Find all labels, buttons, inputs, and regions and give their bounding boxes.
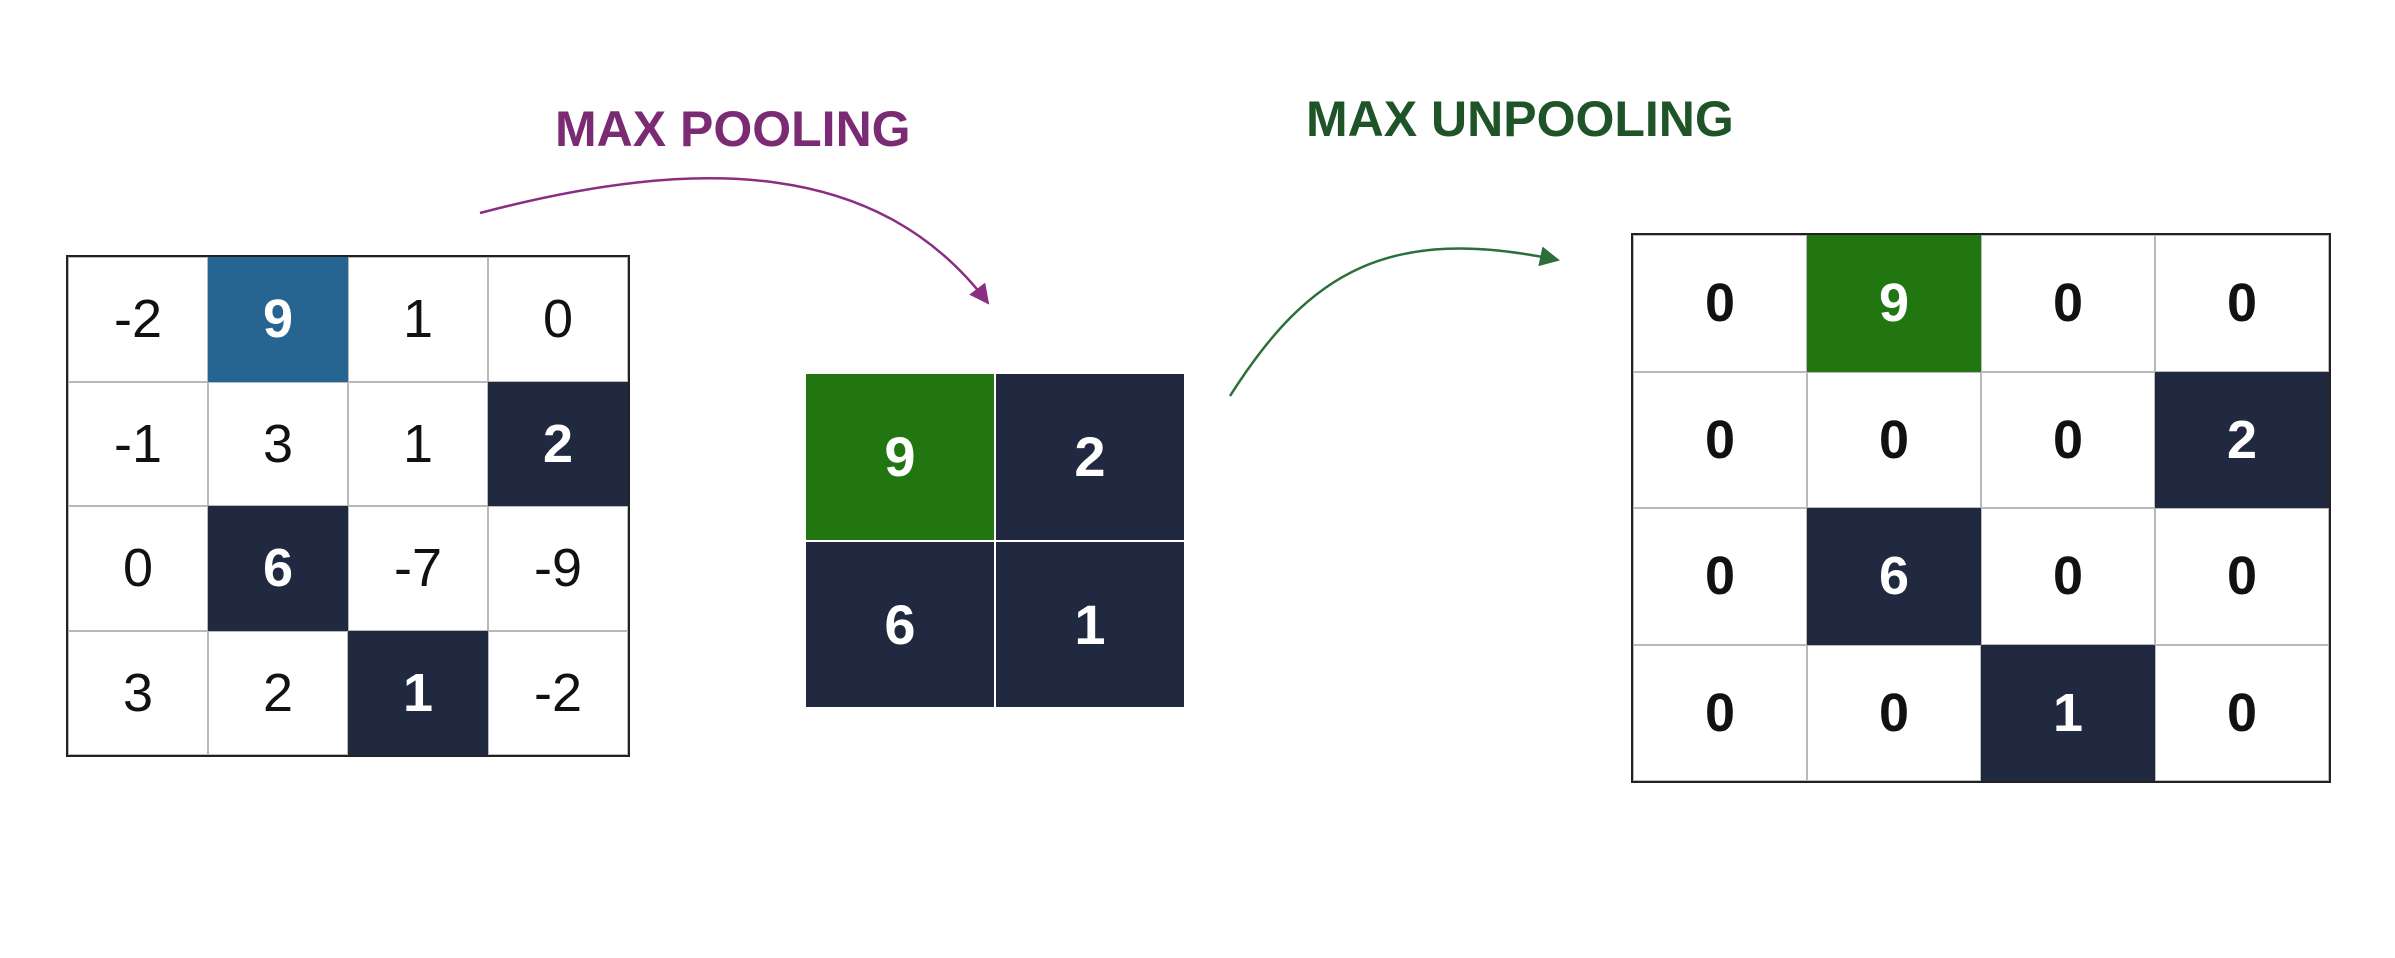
max-pooling-label: MAX POOLING bbox=[555, 101, 911, 157]
input-cell-r3c1: 0 bbox=[68, 506, 208, 631]
pooled-cell-r2c2: 1 bbox=[995, 540, 1185, 708]
unpooled-cell-r3c3: 0 bbox=[1981, 508, 2155, 645]
input-cell-r4c4: -2 bbox=[488, 630, 628, 755]
input-cell-r1c4: 0 bbox=[488, 257, 628, 382]
unpooled-cell-r1c1: 0 bbox=[1633, 235, 1807, 372]
input-cell-r2c1: -1 bbox=[68, 381, 208, 506]
unpooled-cell-r4c1: 0 bbox=[1633, 644, 1807, 781]
unpooled-cell-r4c4: 0 bbox=[2155, 644, 2329, 781]
input-cell-r1c2: 9 bbox=[208, 257, 348, 382]
input-cell-r3c3: -7 bbox=[348, 506, 488, 631]
unpooled-cell-r4c3: 1 bbox=[1981, 644, 2155, 781]
input-cell-r3c4: -9 bbox=[488, 506, 628, 631]
input-cell-r2c3: 1 bbox=[348, 381, 488, 506]
pooled-cell-r1c1: 9 bbox=[805, 373, 995, 541]
unpooled-cell-r2c4: 2 bbox=[2155, 371, 2329, 508]
unpooled-cell-r1c4: 0 bbox=[2155, 235, 2329, 372]
input-cell-r4c1: 3 bbox=[68, 630, 208, 755]
input-cell-r1c3: 1 bbox=[348, 257, 488, 382]
max-unpooling-label: MAX UNPOOLING bbox=[1306, 91, 1734, 147]
unpooled-cell-r1c2: 9 bbox=[1807, 235, 1981, 372]
unpooled-cell-r2c2: 0 bbox=[1807, 371, 1981, 508]
unpooled-cell-r2c3: 0 bbox=[1981, 371, 2155, 508]
pooled-cell-r2c1: 6 bbox=[805, 540, 995, 708]
input-cell-r3c2: 6 bbox=[208, 506, 348, 631]
unpooled-cell-r3c2: 6 bbox=[1807, 508, 1981, 645]
max-pooling-arrow bbox=[479, 177, 990, 305]
unpooled-cell-r3c1: 0 bbox=[1633, 508, 1807, 645]
unpooled-cell-r3c4: 0 bbox=[2155, 508, 2329, 645]
input-cell-r2c4: 2 bbox=[488, 381, 628, 506]
input-cell-r4c3: 1 bbox=[348, 630, 488, 755]
unpooled-cell-r1c3: 0 bbox=[1981, 235, 2155, 372]
input-cell-r2c2: 3 bbox=[208, 381, 348, 506]
unpooled-cell-r4c2: 0 bbox=[1807, 644, 1981, 781]
input-cell-r1c1: -2 bbox=[68, 257, 208, 382]
unpooled-cell-r2c1: 0 bbox=[1633, 371, 1807, 508]
input-cell-r4c2: 2 bbox=[208, 630, 348, 755]
pooled-cell-r1c2: 2 bbox=[995, 373, 1185, 541]
max-unpooling-arrow bbox=[1228, 246, 1560, 397]
